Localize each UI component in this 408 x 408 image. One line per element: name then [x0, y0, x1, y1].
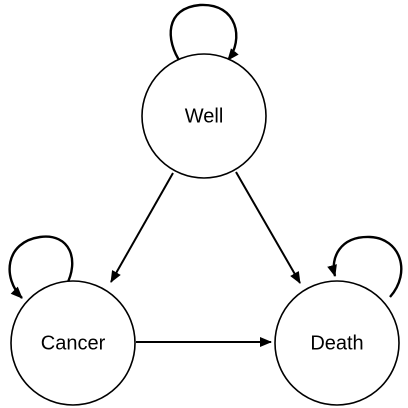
node-well-label: Well [185, 105, 224, 127]
self-loop-well [169, 3, 239, 64]
self-loop-cancer [8, 235, 74, 299]
edge-well-to-death [235, 171, 301, 284]
node-cancer: Cancer [10, 280, 136, 406]
self-loop-death [327, 235, 403, 298]
node-cancer-label: Cancer [41, 332, 106, 354]
edge-well-to-cancer [110, 172, 174, 283]
node-well: Well [141, 53, 267, 179]
node-death-label: Death [310, 332, 363, 354]
node-death: Death [274, 280, 400, 406]
